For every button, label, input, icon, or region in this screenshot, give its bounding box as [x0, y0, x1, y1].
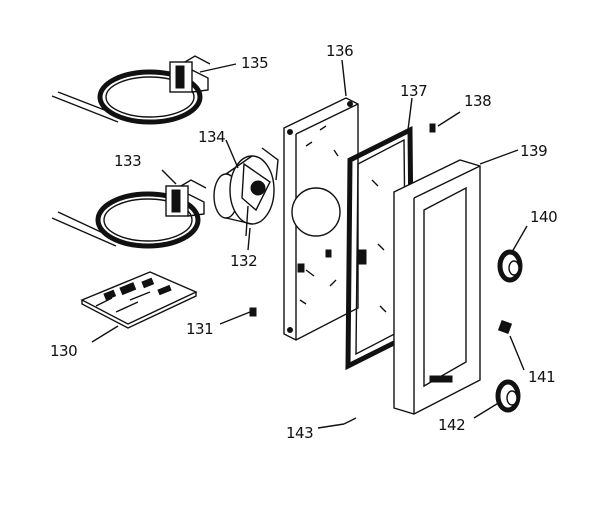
- label-137: 137: [400, 82, 427, 100]
- label-135: 135: [241, 54, 268, 72]
- label-136: 136: [326, 42, 353, 60]
- part-142-knob: [495, 379, 521, 413]
- part-143-screw: [343, 417, 357, 425]
- label-130: 130: [50, 342, 77, 360]
- part-140-knob: [497, 249, 523, 283]
- part-141-insert: [497, 319, 513, 335]
- part-130-circuit-board: [80, 271, 198, 329]
- part-132-134-motor-assembly: [213, 147, 279, 237]
- leader-lines: [91, 59, 528, 429]
- label-138: 138: [464, 92, 491, 110]
- label-133: 133: [114, 152, 141, 170]
- label-141: 141: [528, 368, 555, 386]
- part-136-mounting-plate: [283, 97, 359, 341]
- label-143: 143: [286, 424, 313, 442]
- label-142: 142: [438, 416, 465, 434]
- part-135-clamp-ring: [51, 55, 211, 125]
- part-138-screw: [429, 111, 461, 133]
- label-132: 132: [230, 252, 257, 270]
- label-131: 131: [186, 320, 213, 338]
- part-133-clamp-ring: [51, 179, 207, 249]
- label-134: 134: [198, 128, 225, 146]
- label-139: 139: [520, 142, 547, 160]
- label-140: 140: [530, 208, 557, 226]
- part-131-screw: [249, 307, 257, 317]
- part-139-frame: [393, 159, 481, 415]
